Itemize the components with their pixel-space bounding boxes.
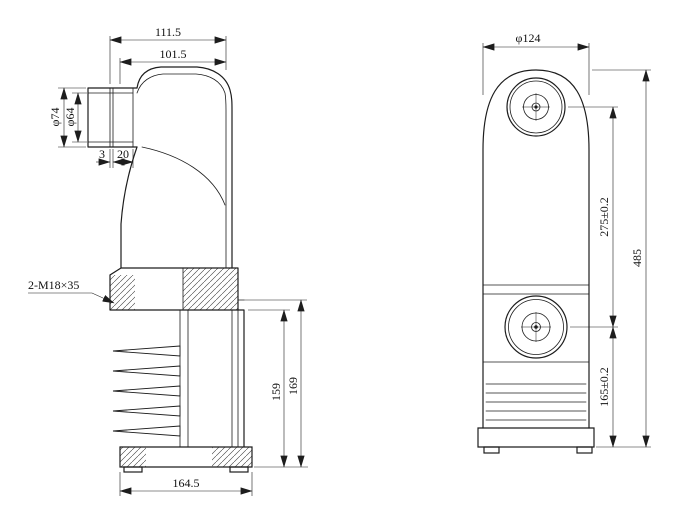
base-flange — [119, 446, 253, 473]
weather-sheds — [112, 345, 181, 437]
front-view-dimensions: φ124 275±0.2 165±0.2 485 — [482, 31, 651, 448]
hatch-area-flange-left — [120, 447, 146, 467]
flange-foot-left — [123, 466, 143, 473]
dim-collar-width-label: 20 — [117, 147, 129, 161]
front-foot-left — [483, 446, 500, 454]
mid-section — [109, 267, 245, 448]
bottom-terminal-circle — [504, 295, 568, 359]
dim-inner-diameter-label: φ64 — [63, 108, 77, 127]
dim-inner-width-label: 101.5 — [160, 47, 187, 61]
hatch-area-lug — [110, 275, 135, 310]
front-body-outline — [482, 69, 590, 429]
thread-note-label: 2-M18×35 — [28, 278, 79, 292]
side-view-dimensions: 111.5 101.5 φ74 φ64 3 20 2-M18×35 159 16… — [28, 25, 308, 496]
dim-flange-gap-label: 3 — [99, 147, 105, 161]
dim-inner-height-label: 159 — [269, 383, 283, 401]
dim-outer-height-label: 169 — [286, 377, 300, 395]
shed-rib-lines — [485, 383, 587, 421]
thread-note-leader — [28, 292, 115, 304]
dim-total-width-label: 111.5 — [155, 25, 181, 39]
dim-lower-height-label: 165±0.2 — [597, 367, 611, 407]
bushing-outline — [87, 87, 138, 148]
flange-foot-right — [229, 466, 249, 473]
front-foot-right — [576, 446, 593, 454]
dim-top-diameter-label: φ124 — [516, 31, 541, 45]
hatch-area-upper — [183, 268, 238, 310]
dim-total-height-label: 485 — [630, 249, 644, 267]
front-base-flange — [477, 427, 595, 454]
side-view — [87, 66, 253, 473]
top-terminal-circle — [506, 77, 566, 137]
elbow-body-outline — [120, 66, 233, 269]
hatch-area-flange-right — [212, 447, 252, 467]
front-view — [477, 69, 595, 454]
dim-center-distance-label: 275±0.2 — [597, 197, 611, 237]
dim-base-width-label: 164.5 — [173, 476, 200, 490]
dim-outer-diameter-label: φ74 — [48, 108, 62, 127]
